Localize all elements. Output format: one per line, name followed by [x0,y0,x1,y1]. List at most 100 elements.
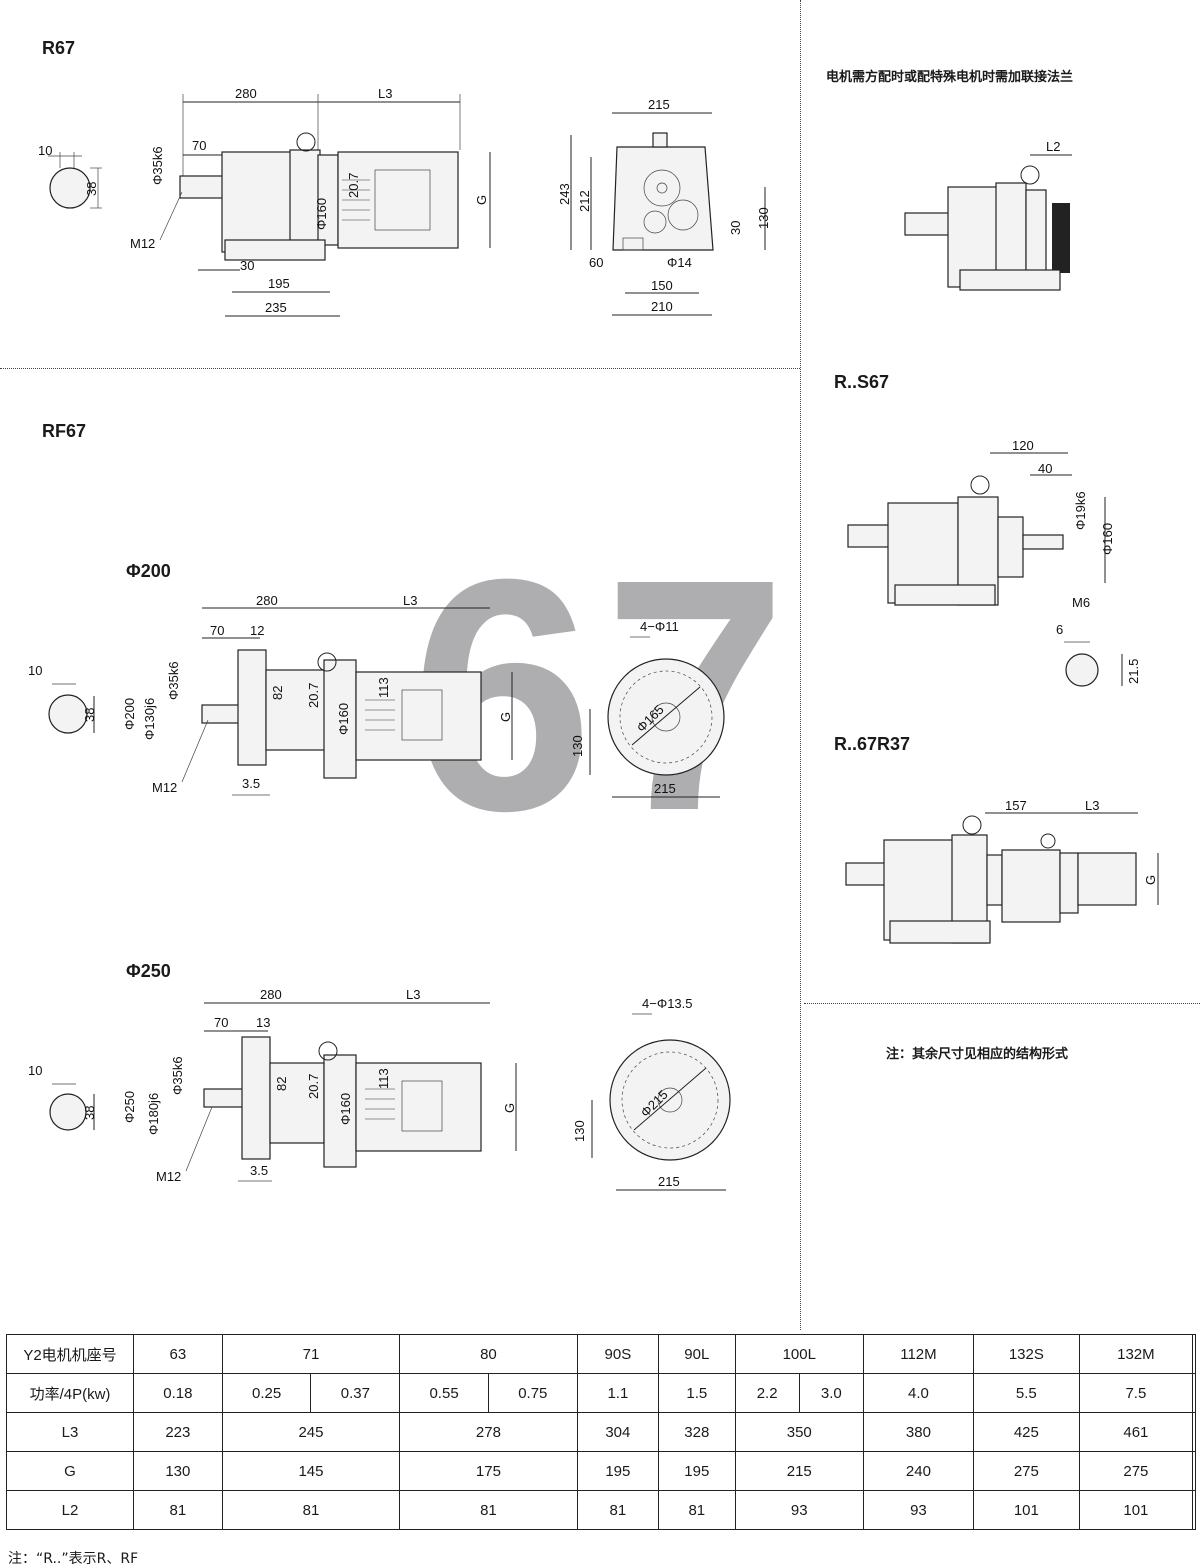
flange-detail-view: L2 [904,139,1072,291]
table-cell: 425 [972,1412,1080,1452]
dim-r67-shaft-dia: Φ35k6 [150,146,165,185]
table-cell: 275 [972,1451,1080,1491]
phi250-end-view: 4−Φ13.5 Φ215 130 215 [572,996,731,1191]
table-cell: 195 [576,1451,660,1491]
dim-r67-end-phi14: Φ14 [667,255,692,270]
dim-r67-phi160: Φ160 [314,198,329,230]
table-cell: 81 [658,1490,736,1530]
dim-r67-shaft-width: 10 [38,143,52,158]
dim-rs67-120: 120 [1012,438,1034,453]
table-cell: 101 [1078,1490,1194,1530]
table-cell: 93 [862,1490,974,1530]
table-cell: 4.0 [862,1373,974,1413]
table-cell: 145 [221,1451,401,1491]
section-label-r67r37: R..67R37 [834,734,911,754]
section-label-rf67: RF67 [42,421,87,441]
table-header: Y2电机机座号 [6,1334,134,1374]
table-row-l3: L3 223 245 278 304 328 350 380 425 461 [6,1412,1196,1452]
dim-flange-l2: L2 [1046,139,1060,154]
r67-side-view: 280 L3 70 G Φ35k6 20.7 Φ160 M12 30 195 2… [130,86,491,317]
dim-phi250-phi35k6: Φ35k6 [170,1056,185,1095]
table-cell: 215 [734,1451,864,1491]
dim-r67-end-30: 30 [728,221,743,235]
table-cell: 175 [399,1451,578,1491]
dim-phi200-70: 70 [210,623,224,638]
phi200-end-view: 4−Φ11 Φ165 130 215 [570,619,725,798]
dim-phi200-m12: M12 [152,780,177,795]
dim-r67-end-212: 212 [577,190,592,212]
dim-phi200-3-5: 3.5 [242,776,260,791]
dim-r67-end-215: 215 [648,97,670,112]
table-cell: 1.1 [576,1373,660,1413]
dim-r67r37-157: 157 [1005,798,1027,813]
table-cell: 275 [1078,1451,1194,1491]
dim-phi250-70: 70 [214,1015,228,1030]
table-cell: 132M [1078,1334,1194,1374]
phi250-shaft-section: 10 38 [28,1063,97,1131]
table-header: L3 [6,1412,134,1452]
table-header: L2 [6,1490,134,1530]
table-cell: 350 [734,1412,864,1452]
flange-note: 电机需方配时或配特殊电机时需加联接法兰 [826,70,1074,85]
table-subcell: 2.2 [756,1384,778,1402]
table-cell: 328 [658,1412,736,1452]
rs67-shaft-section: 6 21.5 [1056,622,1141,687]
table-cell: 195 [658,1451,736,1491]
dim-phi250-280: 280 [260,987,282,1002]
table-row-g: G 130 145 175 195 195 215 240 275 275 [6,1451,1196,1491]
dim-r67-g: G [474,195,489,205]
dim-r67-end-150: 150 [651,278,673,293]
table-cell: 90S [576,1334,660,1374]
dim-rs67-phi160: Φ160 [1100,523,1115,555]
table-cell: 112M [862,1334,974,1374]
table-cell: 461 [1078,1412,1194,1452]
dim-phi200-l3: L3 [403,593,417,608]
table-cell: 240 [862,1451,974,1491]
table-cell: 5.5 [972,1373,1080,1413]
table-cell: 245 [221,1412,401,1452]
dim-phi200-shaft-height: 38 [82,708,97,722]
table-row-frame: Y2电机机座号 63 71 80 90S 90L 100L 112M 132S … [6,1334,1196,1374]
table-subcell: 0.25 [252,1384,282,1402]
dim-phi250-20-7: 20.7 [306,1074,321,1099]
dim-phi200-phi160: Φ160 [336,703,351,735]
dim-r67-end-210: 210 [651,299,673,314]
table-cell: 130 [133,1451,223,1491]
table-cell [1192,1412,1196,1452]
dim-r67-end-130: 130 [756,207,771,229]
table-cell: 0.18 [133,1373,223,1413]
divider-right-horizontal [804,1003,1200,1004]
table-cell: 81 [133,1490,223,1530]
dim-phi250-end-215: 215 [658,1174,680,1189]
table-cell: 132S [972,1334,1080,1374]
dim-rs67-21-5: 21.5 [1126,659,1141,684]
table-cell: 380 [862,1412,974,1452]
dim-phi200-phi35k6: Φ35k6 [166,661,181,700]
dim-phi250-phi250: Φ250 [122,1091,137,1123]
table-cell: 100L [734,1334,864,1374]
dim-r67-20-7: 20.7 [346,173,361,198]
dim-phi250-13: 13 [256,1015,270,1030]
dim-phi250-113: 113 [376,1068,391,1089]
table-cell: 81 [399,1490,578,1530]
dim-r67-l3: L3 [378,86,392,101]
rs67-side-view: 120 40 Φ19k6 Φ160 M6 [847,438,1115,610]
divider-vertical [800,0,801,1330]
dim-phi200-end-130: 130 [570,735,585,757]
table-header: G [6,1451,134,1491]
footer-note: 注：“R..”表示R、RF [8,1551,139,1567]
dim-r67-end-243: 243 [557,183,572,205]
dim-phi250-shaft-width: 10 [28,1063,42,1078]
dim-phi250-end-holes: 4−Φ13.5 [642,996,693,1011]
dim-phi250-end-130: 130 [572,1120,587,1142]
table-cell [1192,1334,1196,1374]
table-cell: 80 [399,1334,578,1374]
phi200-shaft-section: 10 38 [28,663,97,734]
section-label-r67: R67 [42,38,76,58]
dim-phi250-3-5: 3.5 [250,1163,268,1178]
section-label-phi250: Φ250 [126,961,171,981]
